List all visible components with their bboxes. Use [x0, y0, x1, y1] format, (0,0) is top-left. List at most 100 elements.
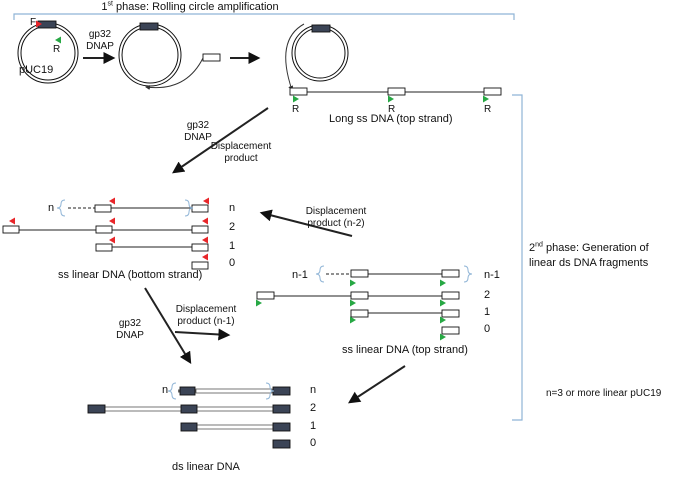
bottom-row-2-box-mid — [95, 225, 113, 234]
top-0: 0 — [484, 323, 491, 335]
phase1-title: 1st phase: Rolling circle amplification — [80, 0, 300, 14]
ds-row-n-box-left — [179, 386, 196, 396]
displacement-product-label: Displacement product — [206, 141, 276, 165]
ds-row-2-box-mid — [180, 404, 198, 414]
bottom-row-n-box-right — [191, 204, 209, 213]
phase2-suffix: nd — [535, 241, 543, 249]
top-curly-left — [315, 265, 325, 283]
bottom-row-n-primer-right — [203, 197, 209, 205]
ds-2: 2 — [310, 402, 317, 414]
top-n1-right: n-1 — [484, 269, 500, 281]
phase1-suffix: st — [107, 0, 113, 8]
top-row-2-box-mid — [350, 291, 369, 300]
top-row-1-primer-1 — [350, 316, 356, 324]
bottom-0: 0 — [229, 257, 236, 269]
top-n1-left: n-1 — [292, 269, 308, 281]
ss-top-label: ss linear DNA (top strand) — [342, 344, 468, 356]
plasmid-3-circle-inner — [294, 27, 346, 79]
top-row-n1-box-right — [441, 269, 460, 278]
bottom-1: 1 — [229, 240, 236, 252]
phase2-bracket — [512, 94, 523, 421]
displacement-n2-line2: product (n-2) — [307, 218, 365, 229]
long-ss-primer-2 — [388, 95, 394, 103]
arrow-to-ds-right — [347, 365, 406, 404]
r-label-1: R — [292, 104, 300, 115]
enzyme-line1: gp32 — [118, 318, 142, 329]
plasmid-2-circle-outer — [118, 23, 182, 87]
note-label: n=3 or more linear pUC19 — [546, 388, 662, 399]
top-row-0-box — [441, 326, 460, 335]
long-ss-primer-3 — [483, 95, 489, 103]
phase1-bracket — [13, 13, 515, 20]
displacement-line1: Displacement — [210, 141, 272, 152]
ds-row-0-box — [272, 439, 291, 449]
plasmid-2-box — [139, 22, 159, 31]
long-ss-box-2 — [387, 87, 406, 96]
ds-row-1-box-left — [180, 422, 198, 432]
long-ss-dna-label: Long ss DNA (top strand) — [329, 113, 453, 125]
displacement-line2: product — [224, 153, 258, 164]
ds-0: 0 — [310, 437, 317, 449]
primer-r-marker — [55, 36, 61, 44]
r-label-3: R — [484, 104, 492, 115]
top-row-0-primer — [440, 333, 446, 341]
plasmid-2-displaced-box — [202, 53, 221, 62]
arrow-to-ds — [144, 287, 192, 365]
bottom-row-2-primer-2 — [109, 217, 115, 225]
enzyme-line2: DNAP — [86, 41, 114, 52]
enzyme-line1: gp32 — [186, 120, 210, 131]
displacement-n1-line1: Displacement — [175, 304, 237, 315]
bottom-n-right: n — [229, 202, 236, 214]
ds-n-right: n — [310, 384, 317, 396]
phase2-ordinal: 2 — [529, 242, 536, 254]
ss-bottom-label: ss linear DNA (bottom strand) — [58, 269, 203, 281]
top-row-2-box-right — [441, 291, 460, 300]
r-label-2: R — [388, 104, 396, 115]
ds-row-1-box-right — [272, 422, 291, 432]
bottom-row-2-box-left — [2, 225, 20, 234]
primer-f-label: F — [30, 17, 37, 28]
long-ss-primer-1 — [293, 95, 299, 103]
plasmid-name: pUC19 — [19, 64, 54, 76]
top-2: 2 — [484, 289, 491, 301]
top-1: 1 — [484, 306, 491, 318]
top-row-2-primer-2 — [350, 299, 356, 307]
enzyme-label-top: gp32 DNAP — [80, 29, 120, 53]
arrow-displacement-n1 — [174, 328, 231, 341]
plasmid-3-loop-arrow — [285, 23, 305, 91]
bottom-2: 2 — [229, 221, 236, 233]
enzyme-label-low: gp32 DNAP — [110, 318, 150, 342]
ds-curly-left — [167, 382, 177, 400]
displacement-n1-label: Displacement product (n-1) — [166, 304, 246, 328]
bottom-row-2-primer-3 — [202, 217, 208, 225]
ds-row-2-box-right — [272, 404, 291, 414]
arrow-displacement-n2 — [259, 209, 353, 237]
bottom-row-1-primer-2 — [202, 236, 208, 244]
plasmid-3-box — [311, 24, 331, 33]
primer-f-marker — [36, 20, 42, 28]
plasmid-2-growing-strand — [145, 57, 204, 90]
ds-linear-label: ds linear DNA — [172, 461, 240, 473]
bottom-curly-left — [56, 199, 66, 217]
bottom-row-n-box-left — [94, 204, 112, 213]
bottom-row-2-box-right — [191, 225, 209, 234]
plasmid-3-circle-outer — [291, 24, 349, 82]
plasmid-2-circle-inner — [121, 26, 179, 84]
bottom-curly-right — [184, 199, 194, 217]
ds-1: 1 — [310, 420, 317, 432]
top-row-2-box-left — [256, 291, 275, 300]
displacement-n1-line2: product (n-1) — [177, 316, 235, 327]
top-row-1-primer-2 — [440, 316, 446, 324]
bottom-row-1-box-left — [95, 243, 113, 252]
top-row-1-box-right — [441, 309, 460, 318]
primer-r-label-plasmid: R — [53, 44, 61, 55]
long-ss-box-1 — [289, 87, 308, 96]
phase2-line1: phase: Generation of — [542, 242, 649, 254]
bottom-n-left: n — [48, 202, 55, 214]
top-row-2-primer-1 — [256, 299, 262, 307]
top-row-n1-primer-left — [350, 279, 356, 287]
bottom-row-0-box — [191, 261, 209, 270]
bottom-row-2-primer-1 — [9, 217, 15, 225]
top-row-1-box-left — [350, 309, 369, 318]
